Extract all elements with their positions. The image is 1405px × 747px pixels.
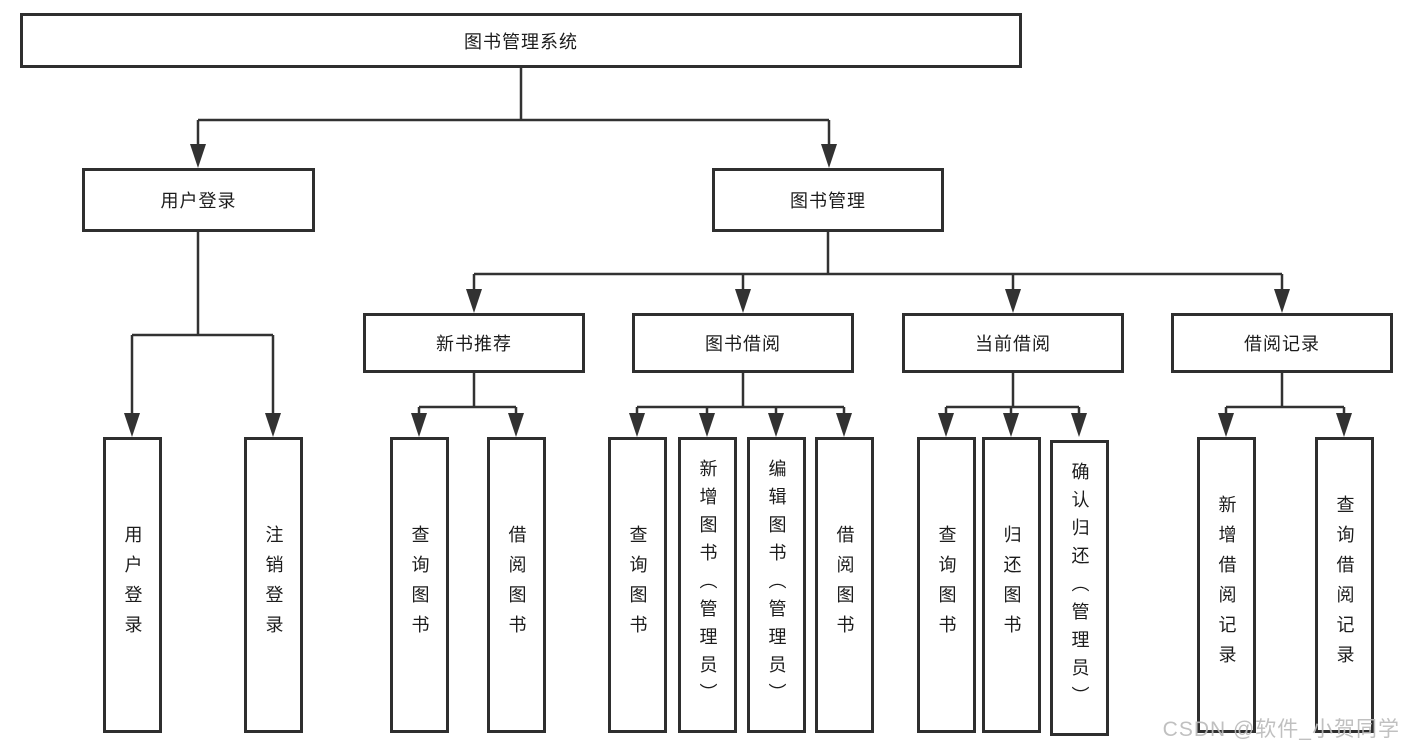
leaf-current-return-books-label: 归还图书	[1001, 525, 1022, 645]
leaf-current-query-books: 查询图书	[917, 437, 976, 733]
node-book-borrow: 图书借阅	[632, 313, 854, 373]
leaf-recommend-query-books-label: 查询图书	[409, 525, 430, 645]
node-book-management: 图书管理	[712, 168, 944, 232]
leaf-borrow-query-books-label: 查询图书	[627, 525, 648, 645]
node-new-book-recommend: 新书推荐	[363, 313, 585, 373]
node-borrow-records: 借阅记录	[1171, 313, 1393, 373]
leaf-user-login-label: 用户登录	[122, 525, 143, 645]
leaf-borrow-query-books: 查询图书	[608, 437, 667, 733]
leaf-records-add-record: 新增借阅记录	[1197, 437, 1256, 733]
leaf-records-query-record-label: 查询借阅记录	[1334, 495, 1355, 675]
leaf-user-login: 用户登录	[103, 437, 162, 733]
leaf-borrow-borrow-books: 借阅图书	[815, 437, 874, 733]
leaf-borrow-borrow-books-label: 借阅图书	[834, 525, 855, 645]
node-user-login: 用户登录	[82, 168, 315, 232]
leaf-logout-label: 注销登录	[263, 525, 284, 645]
node-current-borrow: 当前借阅	[902, 313, 1124, 373]
leaf-recommend-borrow-books: 借阅图书	[487, 437, 546, 733]
leaf-borrow-add-books-admin-label: 新增图书（管理员）	[697, 459, 718, 711]
leaf-logout: 注销登录	[244, 437, 303, 733]
leaf-current-confirm-return-admin: 确认归还（管理员）	[1050, 440, 1109, 736]
leaf-current-confirm-return-admin-label: 确认归还（管理员）	[1069, 462, 1090, 714]
leaf-borrow-edit-books-admin-label: 编辑图书（管理员）	[766, 459, 787, 711]
leaf-current-return-books: 归还图书	[982, 437, 1041, 733]
leaf-records-add-record-label: 新增借阅记录	[1216, 495, 1237, 675]
leaf-recommend-borrow-books-label: 借阅图书	[506, 525, 527, 645]
node-library-management-system: 图书管理系统	[20, 13, 1022, 68]
leaf-borrow-edit-books-admin: 编辑图书（管理员）	[747, 437, 806, 733]
leaf-borrow-add-books-admin: 新增图书（管理员）	[678, 437, 737, 733]
leaf-recommend-query-books: 查询图书	[390, 437, 449, 733]
leaf-records-query-record: 查询借阅记录	[1315, 437, 1374, 733]
leaf-current-query-books-label: 查询图书	[936, 525, 957, 645]
csdn-watermark: CSDN @软件_小贺同学	[1162, 718, 1400, 741]
